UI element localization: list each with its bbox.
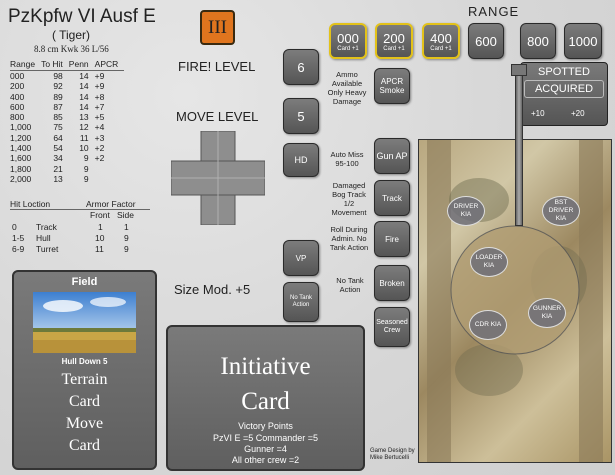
crew-gunner-marker[interactable]: GUNNER KIA — [528, 298, 566, 328]
hull-down-label: Hull Down 5 — [61, 357, 108, 366]
no-tank-action-tile[interactable]: No Tank Action — [283, 282, 319, 322]
armor-factor-label: Armor Factor — [86, 199, 136, 209]
front-label: Front — [90, 210, 110, 220]
field-card[interactable]: Field Hull Down 5 Terrain Card Move Card — [12, 270, 157, 470]
hull-down-tile[interactable]: HD — [283, 143, 319, 177]
field-landscape-image — [33, 292, 136, 353]
ammo-description: Ammo Available Only Heavy Damage — [327, 70, 367, 106]
card-title: Card — [241, 388, 290, 415]
field-card-line-1: Terrain — [61, 371, 108, 388]
crew-loader-marker[interactable]: LOADER KIA — [470, 247, 508, 277]
acquired-plus20: +20 — [571, 109, 585, 118]
roll-during-description: Roll During Admin. No Tank Action — [329, 225, 369, 252]
armor-row-hull: 1-5 Hull 10 9 — [12, 233, 129, 243]
broken-tile[interactable]: Broken — [374, 265, 410, 301]
armor-row-turret: 6-9 Turret 11 9 — [12, 244, 129, 254]
spotted-acquired-panel[interactable]: SPOTTED ACQUIRED +10 +20 — [520, 62, 608, 126]
col-apcr: APCR — [94, 59, 125, 71]
tank-muzzle-brake — [511, 64, 527, 76]
armor-row-track: 0 Track 1 1 — [12, 222, 129, 232]
armor-subheader: Front Side — [10, 210, 145, 220]
range-800-tile[interactable]: 800 — [520, 23, 556, 59]
field-card-title: Field — [71, 276, 98, 288]
crew-driver-marker[interactable]: DRIVER KIA — [447, 196, 485, 226]
col-range: Range — [10, 59, 42, 71]
tank-gun-barrel — [515, 64, 523, 226]
no-tank-description: No Tank Action — [336, 276, 364, 294]
damaged-description: Damaged Bog Track 1/2 Movement — [331, 181, 367, 217]
acquired-plus10: +10 — [531, 109, 545, 118]
victory-points-line-3: All other crew =2 — [231, 455, 300, 465]
move-cross-diagram — [171, 131, 265, 225]
armor-header: Hit Loction Armor Factor — [10, 199, 150, 210]
range-label: RANGE — [468, 4, 520, 19]
gear-badge[interactable]: III — [200, 10, 235, 45]
move-level-label: MOVE LEVEL — [176, 109, 259, 124]
col-penn: Penn — [68, 59, 95, 71]
spotted-label: SPOTTED — [538, 66, 590, 78]
field-card-line-3: Move — [65, 415, 104, 432]
crew-cdr-marker[interactable]: CDR KIA — [469, 310, 507, 340]
acquired-label: ACQUIRED — [524, 80, 604, 98]
gun-name: 8.8 cm Kwk 36 L/56 — [34, 44, 109, 54]
apcr-smoke-tile[interactable]: APCR Smoke — [374, 68, 410, 104]
seasoned-crew-tile[interactable]: Seasoned Crew — [374, 307, 410, 347]
track-tile[interactable]: Track — [374, 180, 410, 216]
col-to-hit: To Hit — [41, 59, 69, 71]
side-label: Side — [117, 210, 135, 220]
fire-level-label: FIRE! LEVEL — [178, 59, 256, 74]
initiative-card[interactable]: Initiative Card Victory Points PzVI E =5… — [166, 325, 365, 471]
field-card-line-4: Card — [68, 437, 101, 454]
victory-points-line-2: Gunner =4 — [244, 444, 287, 454]
victory-points-title: Victory Points — [238, 421, 293, 431]
gun-ap-tile[interactable]: Gun AP — [374, 138, 410, 174]
tank-title: PzKpfw VI Ausf E — [8, 6, 156, 27]
tank-subtitle: ( Tiger) — [52, 28, 91, 42]
fire-tile[interactable]: Fire — [374, 221, 410, 257]
victory-points-line-1: PzVI E =5 Commander =5 — [212, 433, 319, 443]
range-600-tile[interactable]: 600 — [468, 23, 504, 59]
field-card-line-2: Card — [68, 393, 101, 410]
level-5-tile[interactable]: 5 — [283, 98, 319, 134]
vp-tile[interactable]: VP — [283, 240, 319, 276]
size-mod-label: Size Mod. +5 — [174, 282, 251, 297]
auto-miss-description: Auto Miss 95-100 — [330, 150, 364, 168]
crew-bst-driver-marker[interactable]: BST DRIVER KIA — [542, 196, 580, 226]
range-1000-tile[interactable]: 1000 — [564, 23, 602, 59]
hit-location-label: Hit Loction — [10, 199, 51, 209]
initiative-title: Initiative — [220, 353, 311, 380]
level-6-tile[interactable]: 6 — [283, 49, 319, 85]
design-credit: Game Design by Mike Bertucelli — [370, 448, 415, 461]
